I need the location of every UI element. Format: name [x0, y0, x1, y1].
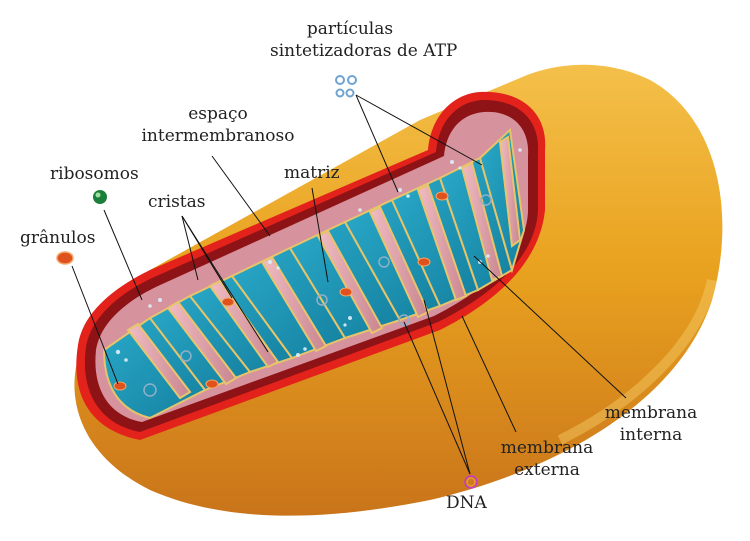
label-atp-particles: partículas sintetizadoras de ATP: [270, 18, 458, 62]
atp-particles-icon: [335, 75, 357, 98]
dna-loops-inner: [143, 194, 492, 397]
label-inner-membrane: membrana interna: [598, 402, 704, 446]
label-membrana-externa-line2: externa: [514, 460, 580, 480]
granule-icon: [56, 251, 74, 265]
label-membrana-externa-line1: membrana: [500, 438, 594, 458]
label-cristae: cristas: [148, 192, 206, 212]
label-atp-line2: sintetizadoras de ATP: [270, 41, 458, 61]
dna-loop-icon: [464, 475, 478, 489]
label-atp-line1: partículas: [306, 19, 394, 39]
label-dna: DNA: [446, 493, 487, 513]
granules-inner: [113, 191, 449, 391]
label-intermembrane-space: espaço intermembranoso: [133, 103, 303, 147]
label-espaco-line2: intermembranoso: [141, 126, 295, 146]
ribosome-icon: [93, 190, 107, 204]
label-espaco-line1: espaço: [188, 104, 248, 124]
atp-particles-inner: [115, 148, 522, 362]
label-ribosomes: ribosomos: [50, 164, 139, 184]
label-granules: grânulos: [20, 228, 96, 248]
cristae: [126, 135, 522, 400]
label-membrana-interna-line1: membrana: [604, 403, 698, 423]
label-matrix: matriz: [284, 163, 340, 183]
label-membrana-interna-line2: interna: [619, 425, 683, 445]
leader-lines: [71, 94, 627, 475]
label-outer-membrane: membrana externa: [494, 437, 600, 481]
